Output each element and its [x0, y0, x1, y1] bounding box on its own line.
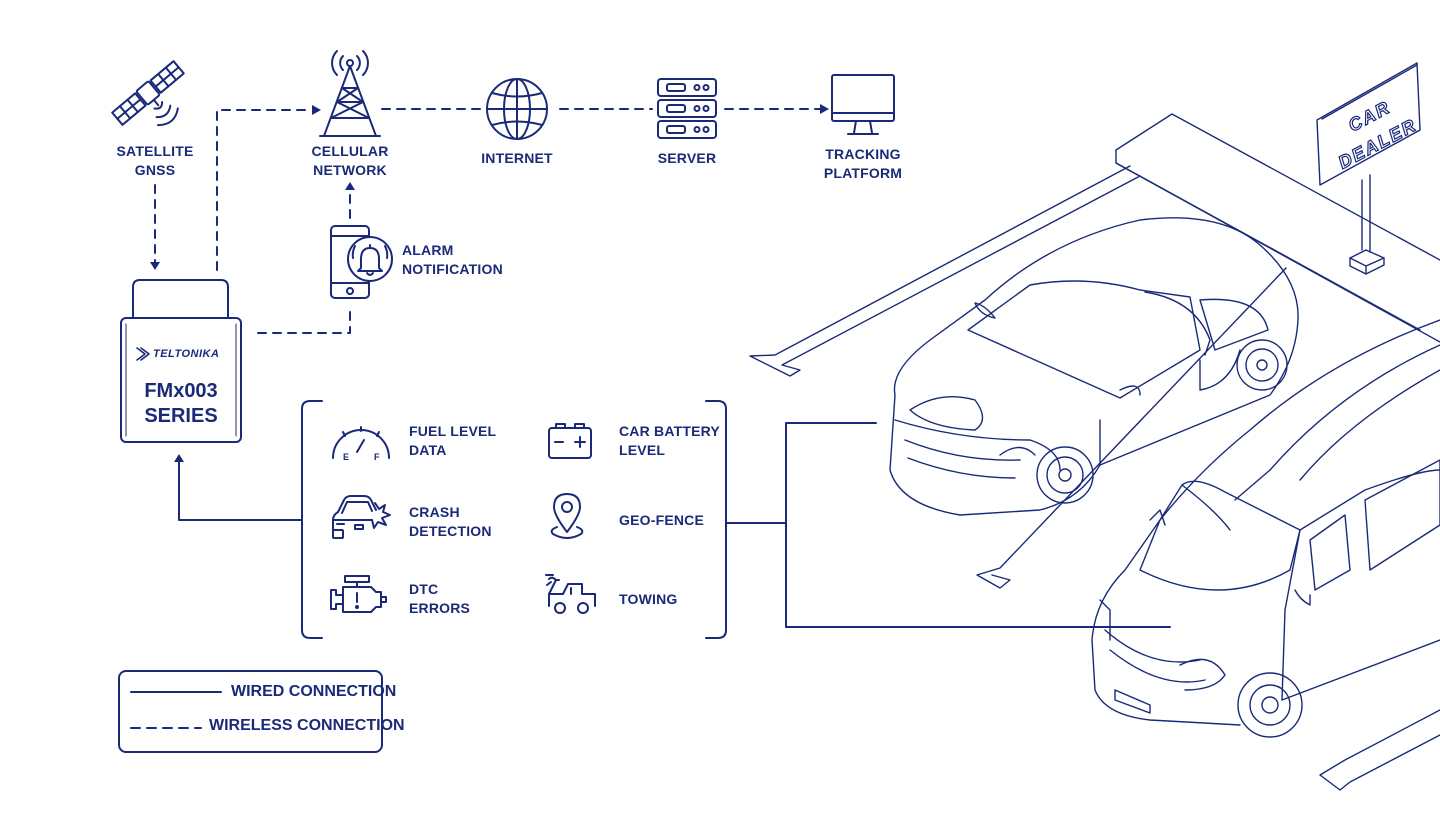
van-outline-icon: [1091, 319, 1440, 738]
wireless-connections: [154, 108, 821, 334]
feature-geo-fence: GEO-FENCE: [619, 512, 705, 528]
features-bracket: [301, 400, 727, 639]
teltonika-logo-icon: [136, 347, 150, 361]
gauge-empty-label: E: [343, 452, 350, 462]
car-outline-icon: [889, 217, 1299, 516]
device-to-alarm-link: [257, 304, 351, 334]
wired-connections: [178, 422, 1171, 628]
engine-icon: [330, 575, 387, 613]
server-icon: [657, 78, 717, 139]
parking-scene: [749, 62, 1440, 791]
monitor-icon: [831, 74, 895, 135]
tracker-device: [120, 279, 242, 443]
phone-alarm-icon: [330, 225, 393, 299]
battery-icon: [548, 423, 592, 459]
device-to-cellular-link: [216, 109, 313, 271]
internet-label: INTERNET: [481, 150, 553, 166]
crash-car-icon: [332, 495, 391, 539]
legend-wired-label: WIRED CONNECTION: [231, 683, 397, 700]
legend-box: [118, 670, 383, 753]
satellite-icon: [111, 60, 185, 127]
features-to-device-link: [178, 461, 303, 521]
fuel-gauge-icon: [332, 426, 390, 459]
cell-tower-icon: [319, 50, 381, 137]
tow-truck-icon: [545, 574, 596, 614]
gauge-full-label: F: [374, 452, 380, 462]
device-brand: TELTONIKA: [153, 348, 220, 360]
feature-towing: TOWING: [619, 591, 678, 607]
arrowheads: [150, 104, 829, 462]
globe-icon: [486, 78, 548, 140]
legend-wireless-label: WIRELESS CONNECTION: [209, 717, 405, 734]
server-label: SERVER: [657, 150, 717, 166]
location-pin-icon: [550, 493, 584, 539]
